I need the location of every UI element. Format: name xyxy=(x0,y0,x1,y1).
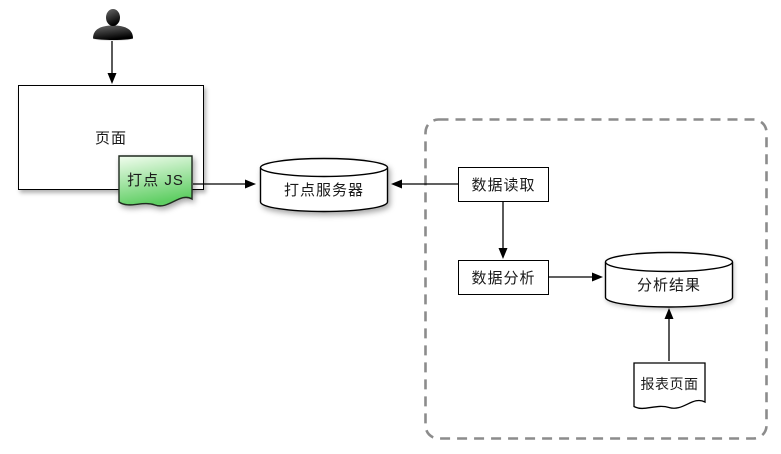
arrow-user-to-page xyxy=(107,41,117,84)
cylinder-shape xyxy=(259,157,389,213)
dashed-border-shape xyxy=(424,118,768,440)
report-page-label: 报表页面 xyxy=(640,376,699,392)
page-node-label: 页面 xyxy=(94,130,127,147)
report-page-node: 报表页面 xyxy=(633,362,706,414)
analysis-subsystem-boundary xyxy=(424,118,768,440)
document-shape xyxy=(633,362,706,410)
tracking-server-node: 打点服务器 xyxy=(259,157,389,213)
tracking-js-label: 打点 JS xyxy=(127,172,184,189)
data-read-node: 数据读取 xyxy=(458,167,549,202)
analysis-result-node: 分析结果 xyxy=(604,251,734,309)
analysis-result-label: 分析结果 xyxy=(636,277,701,294)
tracking-js-note: 打点 JS xyxy=(118,155,193,211)
tracking-server-label: 打点服务器 xyxy=(283,182,364,199)
user-icon xyxy=(92,9,134,41)
cylinder-shape xyxy=(604,251,734,308)
data-analysis-node: 数据分析 xyxy=(458,260,549,295)
data-analysis-label: 数据分析 xyxy=(471,270,536,287)
person-silhouette-icon xyxy=(93,9,133,41)
data-read-label: 数据读取 xyxy=(471,177,536,194)
document-shape-green xyxy=(118,155,193,207)
